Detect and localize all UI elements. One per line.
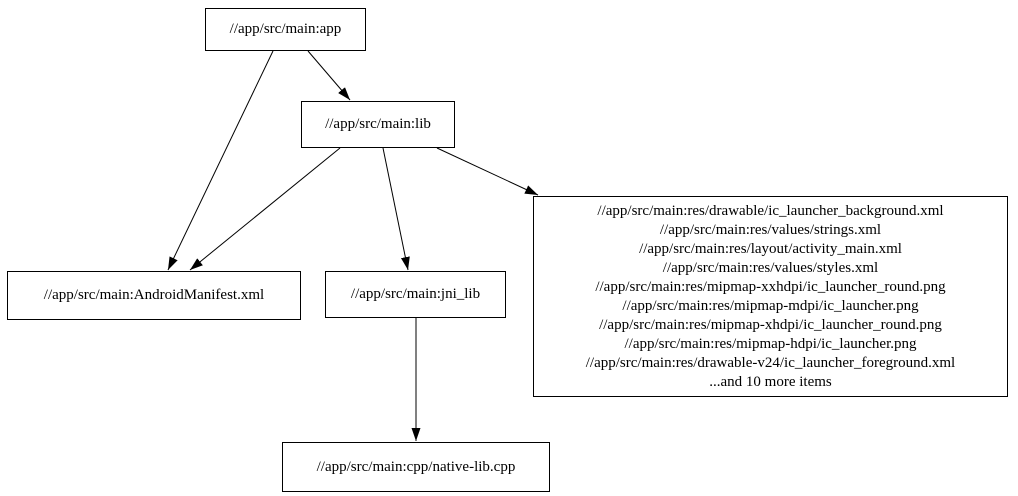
edge-app-to-android-manifest [167, 50, 274, 271]
node-android-manifest-label: //app/src/main:AndroidManifest.xml [43, 287, 265, 303]
res-file-line: //app/src/main:res/mipmap-xxhdpi/ic_laun… [595, 278, 946, 295]
node-lib-label: //app/src/main:lib [325, 116, 431, 132]
res-file-line: //app/src/main:res/layout/activity_main.… [639, 240, 902, 257]
node-res-files: //app/src/main:res/drawable/ic_launcher_… [533, 196, 1008, 397]
res-file-line: //app/src/main:res/drawable/ic_launcher_… [597, 202, 944, 219]
node-jni-lib-label: //app/src/main:jni_lib [350, 286, 481, 302]
edge-lib-to-res-files [436, 147, 539, 196]
node-app: //app/src/main:app [205, 8, 366, 51]
node-native-lib-cpp: //app/src/main:cpp/native-lib.cpp [282, 442, 550, 492]
res-file-line: //app/src/main:res/mipmap-xhdpi/ic_launc… [599, 316, 942, 333]
edge-lib-to-jni-lib [382, 147, 410, 271]
node-app-label: //app/src/main:app [229, 21, 342, 37]
edge-app-to-lib [307, 50, 351, 101]
node-jni-lib: //app/src/main:jni_lib [325, 271, 506, 318]
node-native-lib-cpp-label: //app/src/main:cpp/native-lib.cpp [316, 458, 516, 475]
res-file-line: //app/src/main:res/mipmap-hdpi/ic_launch… [624, 335, 917, 352]
res-file-line: //app/src/main:res/values/styles.xml [662, 259, 879, 276]
res-more-items-line: ...and 10 more items [709, 373, 832, 390]
edge-lib-to-android-manifest [189, 147, 341, 271]
res-file-line: //app/src/main:res/drawable-v24/ic_launc… [585, 354, 956, 371]
res-file-line: //app/src/main:res/mipmap-mdpi/ic_launch… [622, 297, 919, 314]
node-android-manifest: //app/src/main:AndroidManifest.xml [7, 271, 301, 320]
node-lib: //app/src/main:lib [301, 101, 455, 148]
res-file-line: //app/src/main:res/values/strings.xml [659, 221, 882, 238]
